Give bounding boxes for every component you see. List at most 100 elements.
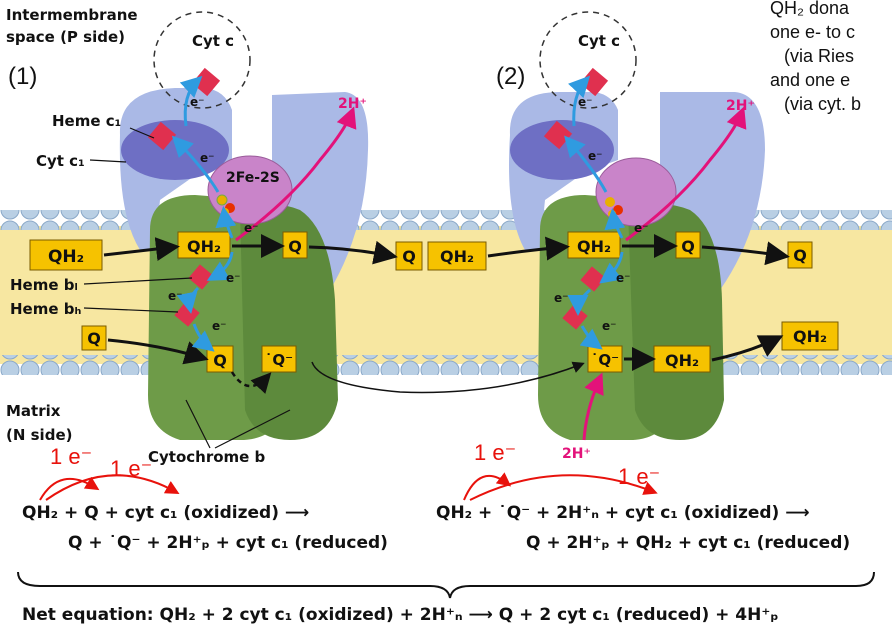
cyt-b-leader-b bbox=[214, 409, 291, 449]
heme-c1-1 bbox=[147, 121, 177, 151]
fe-s-cluster-2-1 bbox=[605, 197, 615, 207]
qh2-box-out-2 bbox=[781, 321, 839, 351]
net-equation: Net equation: QH₂ + 2 cyt c₁ (oxidized) … bbox=[22, 605, 778, 625]
electron-split-arrows bbox=[39, 472, 658, 501]
e-arrow-fes-to-c1-1 bbox=[171, 135, 220, 193]
q-box-in-1 bbox=[81, 325, 107, 351]
cyt-b-right-domain-2 bbox=[628, 204, 724, 440]
red-arrow-2a bbox=[463, 472, 512, 501]
e-label-cytc-1: e⁻ bbox=[190, 95, 204, 109]
panel-2-label: (2) bbox=[496, 63, 525, 90]
matrix-label-line1: Matrix bbox=[6, 402, 61, 420]
e-label-q-1: e⁻ bbox=[212, 319, 226, 333]
e-label-cytc-2: e⁻ bbox=[578, 95, 592, 109]
dashed-loop-arrow-1 bbox=[230, 371, 272, 394]
e-arrow-to-bl-1 bbox=[206, 251, 234, 281]
e-arrow-bh-to-q-1 bbox=[191, 323, 215, 352]
quinone-flow-arrows bbox=[103, 234, 790, 371]
q-box-out-2 bbox=[787, 241, 813, 269]
q-box-out-1 bbox=[395, 241, 423, 271]
intermembrane-label-line2: space (P side) bbox=[6, 28, 125, 46]
red-arrow-1a bbox=[39, 476, 100, 501]
fe-s-domain bbox=[207, 155, 293, 225]
equation-2-bottom: Q + 2H⁺ₚ + QH₂ + cyt c₁ (reduced) bbox=[526, 533, 850, 553]
semiquinone-box-1 bbox=[261, 345, 297, 373]
proton-arrows bbox=[235, 106, 747, 441]
qh2-product-2-text: QH₂ bbox=[665, 351, 699, 370]
one-e-label-2a: 1 e⁻ bbox=[474, 440, 516, 465]
e-label-bl-1: e⁻ bbox=[226, 271, 240, 285]
q-product-2-text: Q bbox=[681, 237, 695, 256]
side-text-line1: QH₂ dona bbox=[770, 0, 850, 18]
equation-1-bottom: Q + ˙Q⁻ + 2H⁺ₚ + cyt c₁ (reduced) bbox=[68, 533, 388, 553]
cyt-c-label-1: Cyt c bbox=[192, 32, 234, 50]
cyt-c-dashed-circle-1 bbox=[153, 11, 251, 109]
qh2-box-site-2 bbox=[567, 231, 621, 259]
heme-c1-label: Heme c₁ bbox=[52, 112, 121, 130]
net-bracket bbox=[17, 571, 875, 599]
q-qi-1-text: Q bbox=[213, 351, 227, 370]
heme-bl-leader bbox=[83, 277, 193, 285]
e-label-bl-2: e⁻ bbox=[616, 271, 630, 285]
arrow-q-out-2 bbox=[701, 241, 790, 266]
e-label-bh-1: e⁻ bbox=[168, 289, 182, 303]
cyt-c-dashed-circle-2 bbox=[539, 11, 637, 109]
proton-arrow-in-2 bbox=[582, 372, 604, 441]
membrane-bottom-heads bbox=[0, 355, 892, 375]
one-e-label-2b: 1 e⁻ bbox=[618, 464, 660, 489]
heme-bh-leader bbox=[83, 307, 179, 313]
q-product-1-text: Q bbox=[288, 237, 302, 256]
side-text-line3: (via Ries bbox=[784, 46, 854, 66]
fe-s-domain-2 bbox=[595, 157, 677, 227]
two-h-plus-label-1: 2H⁺ bbox=[338, 96, 367, 112]
one-e-label-1b: 1 e⁻ bbox=[110, 456, 152, 481]
e-label-bh-2: e⁻ bbox=[554, 291, 568, 305]
side-text-line2: one e- to c bbox=[770, 22, 855, 42]
proton-arrow-out-2 bbox=[625, 106, 747, 242]
qh2-left-2-text: QH₂ bbox=[440, 247, 474, 266]
e-label-site-1: e⁻ bbox=[244, 221, 258, 235]
cyt-c1-domain bbox=[121, 120, 229, 180]
e-arrow-cytc-1 bbox=[179, 75, 203, 127]
cyt-c1-leader bbox=[89, 159, 127, 163]
e-arrow-to-bl-2 bbox=[599, 251, 624, 284]
e-arrow-qh2-to-fes-2 bbox=[604, 208, 626, 239]
e-arrow-fes-to-c1-2 bbox=[564, 135, 608, 193]
e-arrow-bh-to-sq-2 bbox=[579, 325, 603, 350]
quinones-panel1: QH₂ QH₂ Q Q Q Q ˙Q⁻ bbox=[29, 231, 423, 373]
two-h-plus-label-2: 2H⁺ bbox=[726, 98, 755, 114]
qh2-left-1-text: QH₂ bbox=[48, 247, 84, 267]
one-e-label-1a: 1 e⁻ bbox=[50, 444, 92, 469]
arrow-qh2-in-1 bbox=[103, 237, 180, 261]
e-arrow-bl-to-bh-1 bbox=[176, 286, 200, 314]
q-box-product-1 bbox=[282, 231, 308, 259]
semiquinone-1-text: ˙Q⁻ bbox=[265, 351, 293, 369]
e-label-site-2: e⁻ bbox=[634, 221, 648, 235]
e-label-fes-2: e⁻ bbox=[588, 149, 602, 163]
qh2-site-1-text: QH₂ bbox=[187, 237, 221, 256]
two-h-plus-label-3: 2H⁺ bbox=[562, 446, 591, 462]
electron-arrows bbox=[171, 75, 626, 352]
qh2-out-2-text: QH₂ bbox=[793, 327, 827, 346]
semiquinone-transfer-arrow bbox=[311, 361, 585, 394]
matrix-label-line2: (N side) bbox=[6, 426, 72, 444]
equation-1-top: QH₂ + Q + cyt c₁ (oxidized) ⟶ bbox=[22, 503, 309, 523]
qh2-box-site-1 bbox=[177, 231, 231, 259]
e-arrow-cytc-2 bbox=[568, 75, 591, 127]
panel-1-label: (1) bbox=[8, 63, 37, 90]
qh2-box-left-2 bbox=[427, 241, 487, 271]
fe-s-label-1: 2Fe-2S bbox=[226, 170, 280, 186]
e-arrow-bl-to-bh-2 bbox=[567, 288, 591, 316]
qh2-site-2-text: QH₂ bbox=[577, 237, 611, 256]
semiquinone-box-2 bbox=[587, 345, 623, 373]
arrow-qh2-out-2 bbox=[711, 335, 784, 362]
e-arrow-qh2-to-fes-1 bbox=[215, 206, 237, 239]
q-box-product-2 bbox=[675, 231, 701, 259]
arrow-q-out-1 bbox=[308, 240, 398, 265]
cyt-c-label-2: Cyt c bbox=[578, 32, 620, 50]
red-arrow-2b bbox=[469, 474, 658, 501]
equation-2-top: QH₂ + ˙Q⁻ + 2H⁺ₙ + cyt c₁ (oxidized) ⟶ bbox=[436, 503, 810, 523]
cyt-c1-label: Cyt c₁ bbox=[36, 152, 85, 170]
proton-arrow-out-1 bbox=[235, 106, 357, 242]
